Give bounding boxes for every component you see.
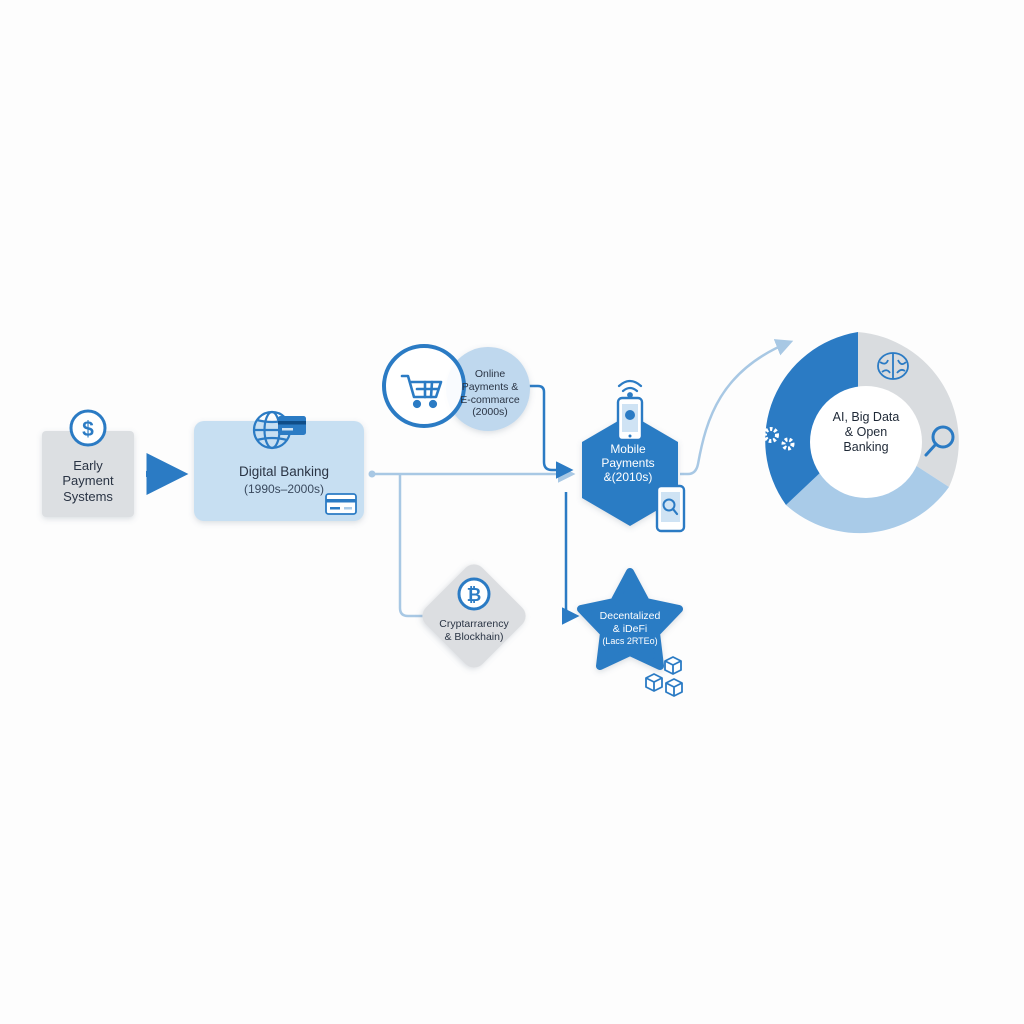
crypto-line: Cryptarrarency — [439, 618, 509, 630]
crypto-diamond — [422, 564, 526, 668]
magnifier-icon — [924, 425, 955, 457]
connector-mobile-to-defi — [562, 492, 580, 625]
mobile-hexagon — [582, 414, 678, 526]
ai-line: AI, Big Data — [832, 410, 900, 424]
stage-early-payment: $ — [42, 409, 134, 517]
ring-segment-blue — [765, 332, 858, 505]
online-line: Payments & — [461, 380, 519, 393]
stage-crypto: ₿ — [422, 564, 526, 668]
brain-icon — [877, 352, 909, 380]
shopping-cart-icon — [400, 374, 443, 409]
stage-defi — [577, 568, 683, 697]
defi-star — [577, 568, 683, 670]
online-circle-light — [446, 347, 530, 431]
connector-node — [368, 470, 376, 478]
label-defi: Decentalized & iDeFi (Lacs 2RTEo) — [576, 610, 684, 648]
connectors — [146, 339, 794, 625]
online-line: Online — [474, 368, 506, 380]
connector-digital-to-crypto — [398, 474, 426, 618]
online-line: E-commarce — [460, 393, 520, 406]
gears-icon-hub — [768, 432, 790, 446]
blocks-icon — [645, 656, 683, 697]
bitcoin-icon: ₿ — [457, 577, 491, 611]
stage-digital-banking — [194, 410, 364, 521]
ai-line: Banking — [843, 439, 889, 454]
early-line: Systems — [63, 488, 113, 504]
label-early-payment: Early Payment Systems — [40, 458, 136, 504]
stage-mobile-payments — [582, 379, 686, 533]
crypto-line: & Blockhain) — [444, 631, 504, 644]
ai-line: & Open — [844, 424, 888, 439]
online-line: (2000s) — [472, 406, 508, 419]
gears-icon — [763, 427, 795, 451]
defi-line: (Lacs 2RTEo) — [602, 636, 658, 647]
svg-text:₿: ₿ — [467, 585, 482, 606]
svg-text:$: $ — [82, 418, 94, 441]
defi-line: Decentalized — [599, 610, 661, 622]
digital-line: (1990s–2000s) — [243, 481, 325, 496]
dollar-icon: $ — [69, 409, 107, 447]
early-box — [42, 431, 134, 517]
early-line: Payment — [62, 473, 114, 489]
mobile-line: Mobile — [610, 442, 646, 456]
stage-ai-bigdata — [763, 332, 959, 534]
label-mobile-payments: Mobile Payments &(2010s) — [580, 442, 676, 484]
early-line: Early — [73, 458, 103, 473]
card-small-icon — [325, 493, 357, 515]
ring-center — [810, 386, 922, 498]
label-crypto: Cryptarrarency & Blockhain) — [416, 618, 532, 645]
mobile-line: Payments — [601, 456, 655, 471]
connector-online-to-mobile — [528, 384, 574, 479]
digital-box — [194, 421, 364, 521]
connector-mobile-to-ai — [680, 339, 794, 476]
smartphone-icon — [616, 396, 644, 442]
phone-search-icon — [655, 484, 686, 533]
label-ai-bigdata: AI, Big Data & Open Banking — [816, 410, 916, 454]
digital-line: Digital Banking — [238, 464, 330, 479]
mobile-line: &(2010s) — [603, 470, 653, 485]
stage-online-payments — [382, 344, 530, 431]
credit-card-icon — [278, 416, 306, 435]
defi-line: & iDeFi — [612, 623, 648, 636]
wifi-icon — [617, 379, 643, 398]
label-online-payments: Online Payments & E-commarce (2000s) — [440, 368, 540, 419]
label-digital-banking: Digital Banking (1990s–2000s) — [200, 464, 368, 496]
